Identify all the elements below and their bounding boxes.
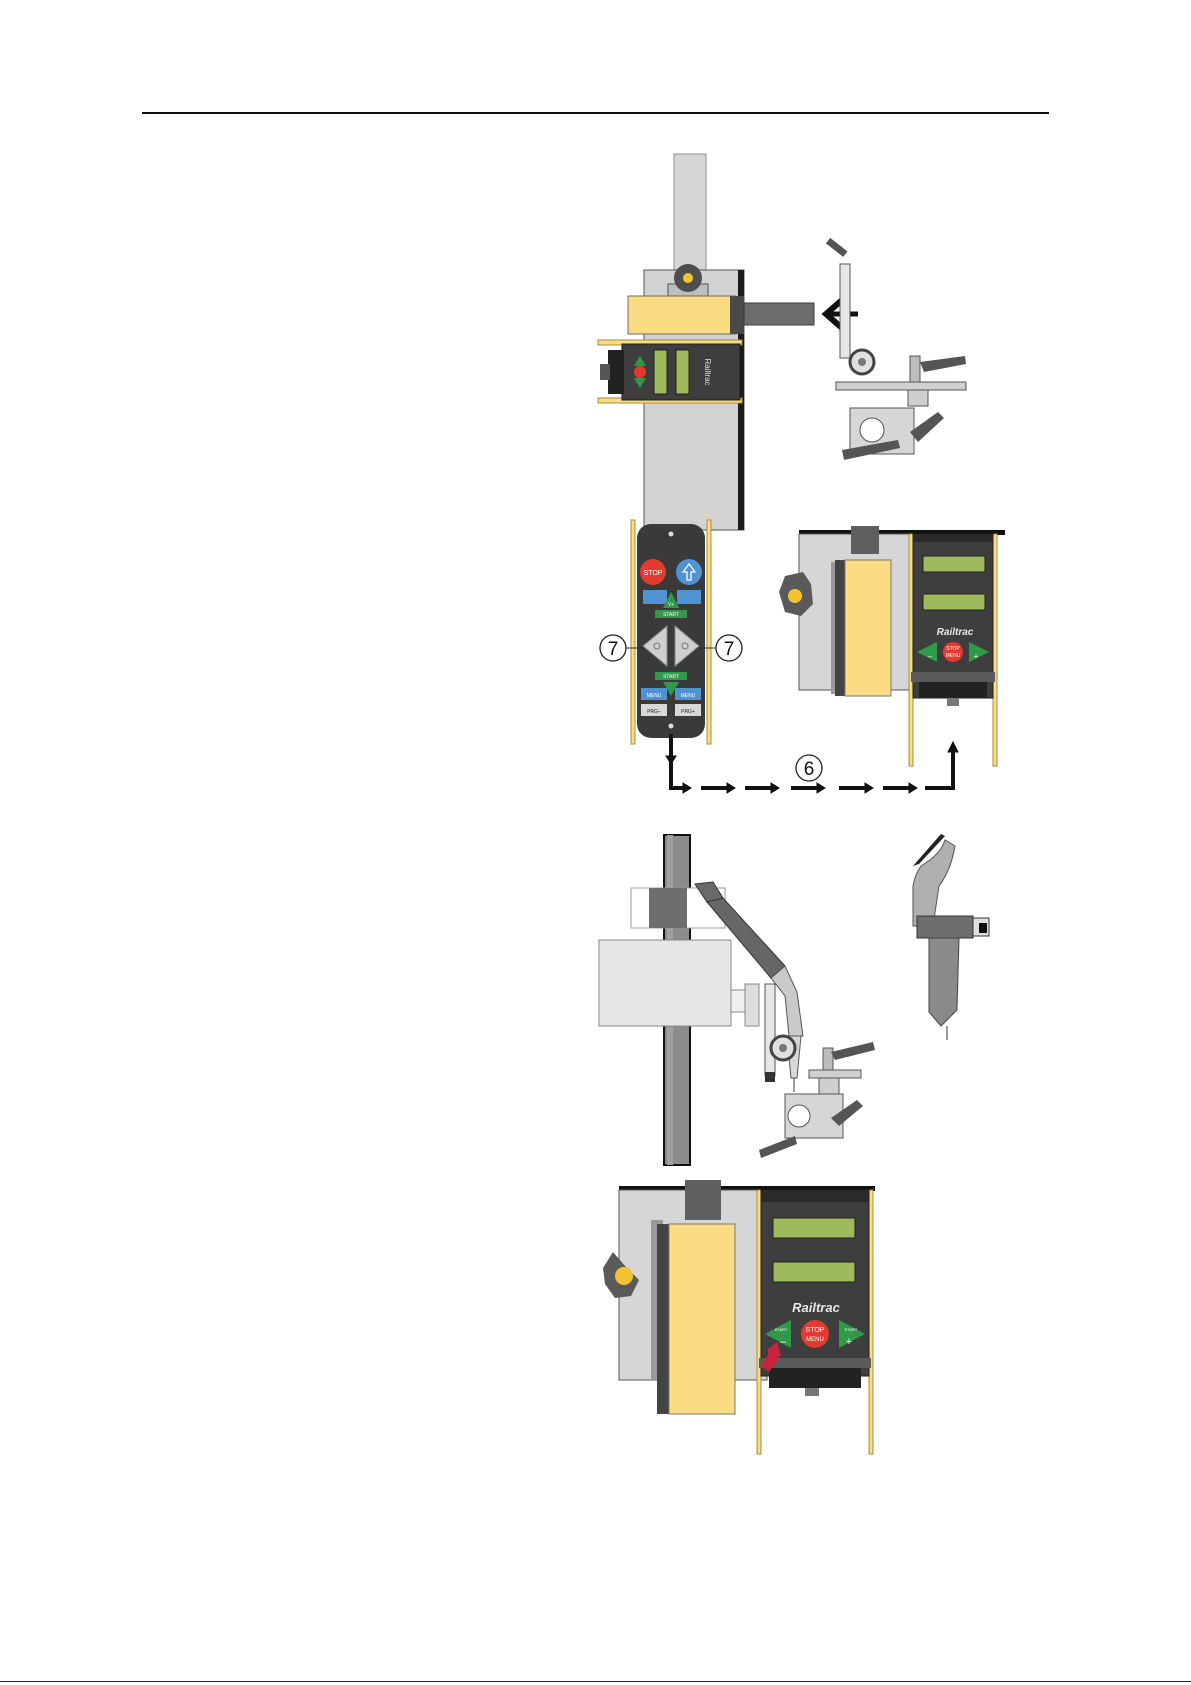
pendant-prg-minus-label: PRG–: [647, 709, 661, 715]
pendant-right-fast-button[interactable]: [677, 590, 701, 604]
holder-arm: [744, 303, 814, 325]
stop-menu-button[interactable]: [801, 1320, 829, 1348]
torch-holder-bracket: [826, 238, 966, 460]
footer-rule: [0, 1681, 1191, 1682]
carriage-plus-label: +: [974, 652, 979, 661]
carriage-minus-label: –: [928, 652, 933, 661]
torch-holder-bracket: [759, 984, 875, 1158]
pendant-menu-right-label: MENU: [681, 693, 696, 699]
pendant-start-down-label: START: [663, 674, 679, 680]
stop-label: STOP: [806, 1327, 825, 1334]
carriage-body: [599, 940, 731, 1026]
header-rule: [142, 112, 1049, 114]
callout-6-label: 6: [804, 759, 815, 780]
minus-label: –: [780, 1336, 787, 1348]
figure-carriage-start: Railtrac START – STOP MENU START +: [595, 1180, 885, 1460]
carriage-stop-button[interactable]: [943, 642, 963, 662]
figure-pendant-connection: STOP V+ START START MENU MENU PRG– PRG+ …: [595, 520, 1015, 800]
pendant-prg-plus-label: PRG+: [681, 709, 695, 715]
clamp-block: [628, 296, 736, 334]
callout-7-left-label: 7: [608, 639, 619, 660]
menu-label: MENU: [806, 1337, 824, 1343]
pendant-stop-label: STOP: [644, 570, 663, 577]
callout-7-right-label: 7: [724, 639, 735, 660]
device-brand-label: Railtrac: [703, 358, 712, 385]
remote-pendant: STOP V+ START START MENU MENU PRG– PRG+: [631, 520, 711, 744]
pendant-left-fast-button[interactable]: [643, 590, 667, 604]
plus-label: +: [846, 1336, 852, 1348]
figure-torch-installed: [595, 830, 1015, 1170]
carriage-brand-label: Railtrac: [937, 627, 974, 638]
brand-label: Railtrac: [792, 1300, 840, 1315]
pendant-up-button[interactable]: [676, 559, 702, 585]
pendant-start-up-label: START: [663, 612, 679, 618]
carriage-with-control-box: Railtrac – STOP MENU +: [779, 526, 1005, 766]
start-right-label: START: [845, 1327, 858, 1332]
carriage-menu-label: MENU: [946, 653, 961, 659]
figure-mounting-torch-holder: Railtrac: [590, 150, 1030, 480]
pendant-menu-left-label: MENU: [647, 693, 662, 699]
start-left-label: START: [775, 1327, 788, 1332]
torch-detail: [913, 834, 989, 1040]
pendant-vplus-label: V+: [668, 602, 674, 608]
carriage-stop-label: STOP: [946, 646, 960, 652]
